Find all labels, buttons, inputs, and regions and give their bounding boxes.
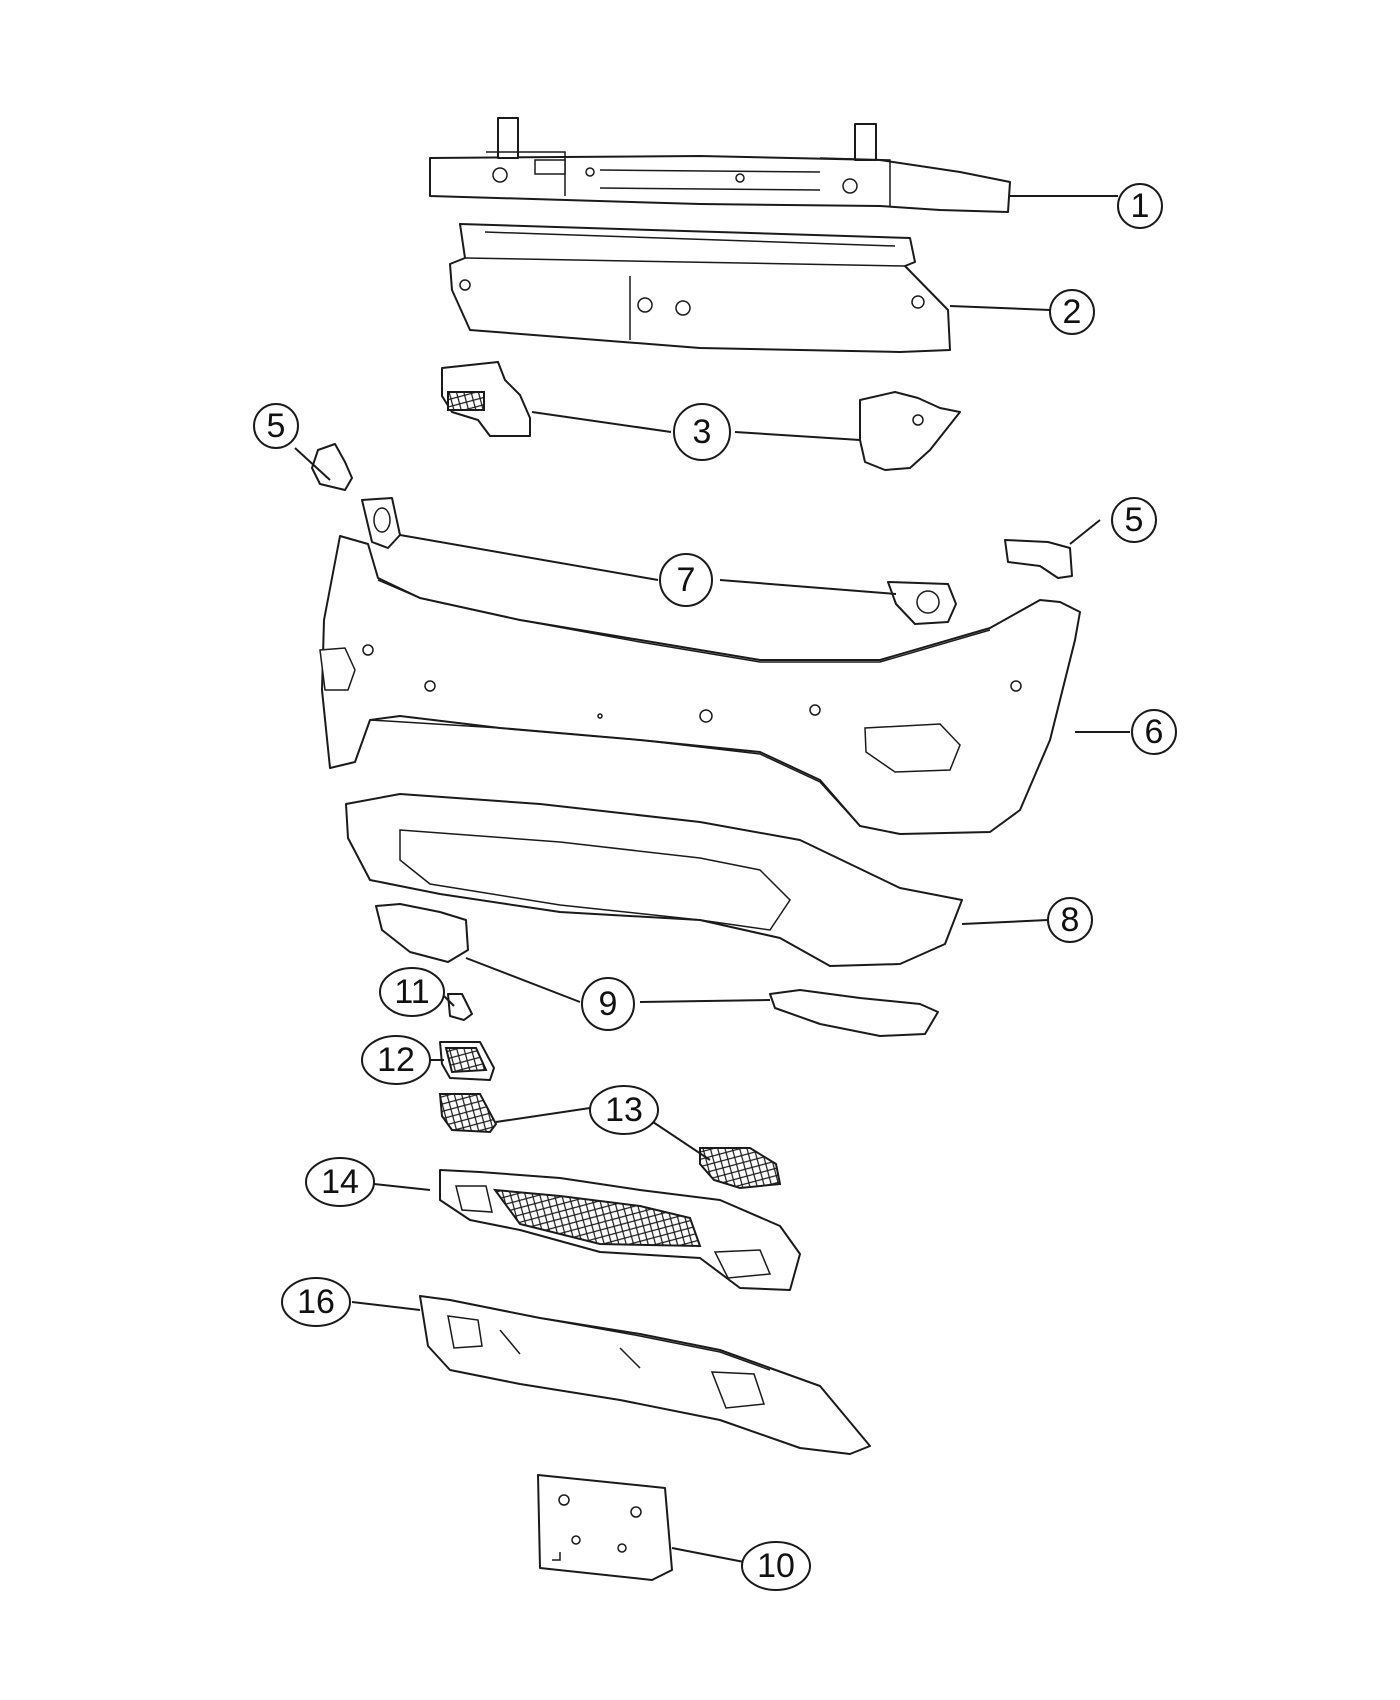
callout-1-label: 1	[1131, 187, 1150, 225]
callout-7-label: 7	[677, 561, 696, 599]
part-12-grille-insert[interactable]	[439, 1041, 495, 1081]
callout-5-left: 5	[253, 403, 299, 449]
callout-2: 2	[1049, 289, 1095, 335]
part-6-bumper-fascia[interactable]	[319, 535, 1081, 835]
callout-14-label: 14	[321, 1163, 359, 1201]
callout-3-label: 3	[693, 413, 712, 451]
part-8-lower-fascia[interactable]	[345, 793, 963, 967]
callout-3: 3	[673, 403, 731, 461]
callout-5-right: 5	[1111, 497, 1157, 543]
callout-5-right-label: 5	[1125, 501, 1144, 539]
part-11-clip[interactable]	[447, 993, 473, 1021]
callout-6-label: 6	[1145, 713, 1164, 751]
callout-9-label: 9	[599, 985, 618, 1023]
callout-5-left-label: 5	[267, 407, 286, 445]
part-3-brackets[interactable]	[441, 361, 961, 471]
callout-13: 13	[589, 1085, 659, 1135]
callout-8-label: 8	[1061, 901, 1080, 939]
callout-8: 8	[1047, 897, 1093, 943]
callout-11-label: 11	[394, 973, 429, 1011]
callout-11: 11	[379, 967, 445, 1017]
callout-14: 14	[305, 1157, 375, 1207]
part-13-grille-mesh[interactable]	[438, 1093, 782, 1190]
part-14-lower-grille[interactable]	[439, 1169, 801, 1291]
part-16-skid-plate[interactable]	[419, 1295, 871, 1455]
part-2-energy-absorber[interactable]	[449, 223, 951, 353]
callout-16-label: 16	[297, 1283, 335, 1321]
callout-16: 16	[281, 1277, 351, 1327]
part-5-right-bracket[interactable]	[1004, 539, 1073, 579]
part-7-fog-bezels[interactable]	[361, 497, 957, 625]
callout-1: 1	[1117, 183, 1163, 229]
callout-12-label: 12	[377, 1041, 415, 1079]
callout-10-label: 10	[757, 1547, 795, 1585]
leader-lines	[294, 195, 1130, 1563]
callout-10: 10	[741, 1541, 811, 1591]
callout-12: 12	[361, 1035, 431, 1085]
part-10-license-bracket[interactable]	[537, 1474, 673, 1581]
part-5-left-bracket[interactable]	[311, 443, 353, 491]
part-1-reinforcement-beam[interactable]	[429, 117, 1011, 213]
callout-7: 7	[659, 553, 713, 607]
part-9-lower-trims[interactable]	[375, 903, 939, 1037]
callout-2-label: 2	[1063, 293, 1082, 331]
callout-9: 9	[581, 977, 635, 1031]
callout-6: 6	[1131, 709, 1177, 755]
callout-13-label: 13	[605, 1091, 643, 1129]
